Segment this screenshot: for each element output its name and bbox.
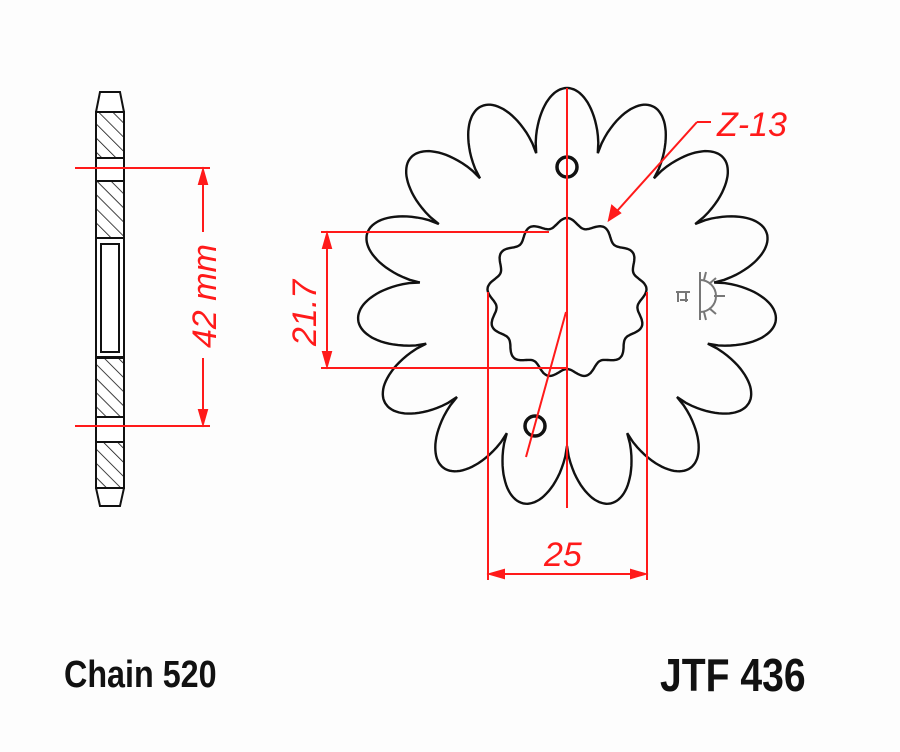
surface-symbol-icon	[676, 271, 725, 321]
part-number-label: JTF 436	[660, 649, 806, 701]
width-dimension	[75, 166, 210, 428]
sprocket-dimensions	[321, 88, 711, 580]
spline-height-label: 21.7	[286, 279, 324, 347]
spline-width-label: 25	[543, 536, 582, 574]
chain-label: Chain 520	[64, 654, 217, 696]
side-profile	[95, 91, 125, 507]
teeth-count-label: Z-13	[716, 106, 787, 144]
bolt-hole-bottom	[523, 414, 547, 438]
width-label: 42 mm	[186, 244, 224, 348]
